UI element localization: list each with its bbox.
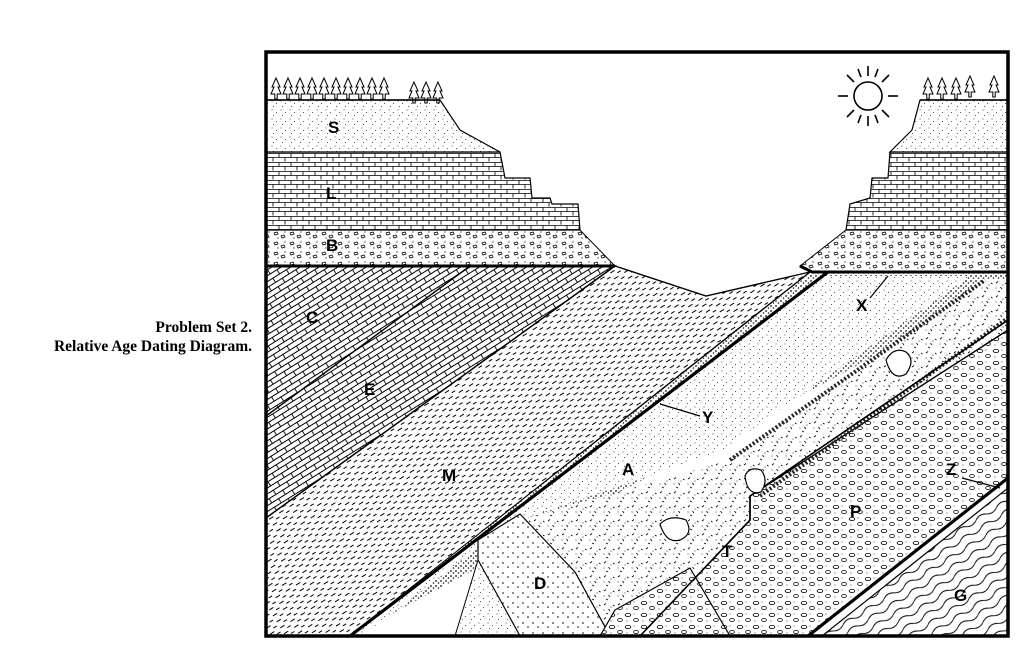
caption-subtitle: Relative Age Dating Diagram. [53,338,252,355]
label-t: T [722,542,733,561]
xenolith-1 [885,349,912,377]
unconformity-line [266,264,1008,274]
label-s: S [328,118,339,137]
layer-m [266,265,811,636]
layer-a-lower [454,558,521,636]
label-l: L [326,184,336,203]
layer-labels: S L B C E M X Y A T P Z D G [306,118,967,605]
layer-l-right [845,151,1008,231]
label-x: X [856,296,868,315]
label-z: Z [946,460,956,479]
layer-l-left [266,151,581,231]
label-g: G [954,586,967,605]
label-a: A [622,460,634,479]
xenolith-3 [659,517,690,542]
label-y: Y [702,408,714,427]
label-p: P [850,502,861,521]
label-c: C [306,308,318,327]
layer-a [352,276,970,636]
label-m: M [442,466,456,485]
label-b: B [326,236,338,255]
xenolith-2 [744,468,766,494]
layer-g [821,487,1008,636]
diagram-frame [264,50,1010,638]
sun-icon [838,66,898,126]
layer-b-left [266,229,617,267]
fault-line-y [349,270,829,636]
caption-title: Problem Set 2. [155,319,252,336]
fault-line-z [807,476,1008,636]
cross-section [266,52,1008,636]
diagram-caption: Problem Set 2. Relative Age Dating Diagr… [0,318,252,356]
layer-p-lower [599,567,731,636]
label-d: D [534,574,546,593]
intrusion-t [520,280,1008,636]
label-e: E [364,380,375,399]
